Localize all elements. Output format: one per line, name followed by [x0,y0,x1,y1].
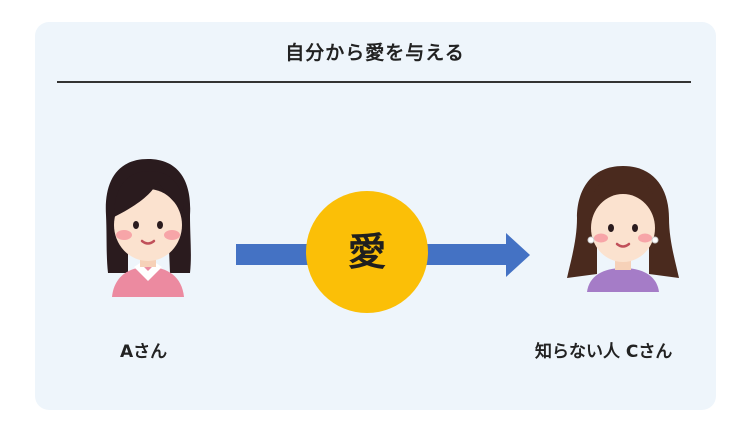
love-label: 愛 [347,229,386,274]
person-a-illustration-icon [98,155,198,301]
diagram-title: 自分から愛を与える [285,42,465,64]
love-circle: 愛 [306,191,428,313]
person-c-label: 知らない人 Cさん [535,342,673,362]
person-a-label: Aさん [120,342,168,362]
person-c-illustration-icon [563,160,683,296]
title-divider [57,81,691,83]
right-arrow-head-icon [506,233,530,277]
